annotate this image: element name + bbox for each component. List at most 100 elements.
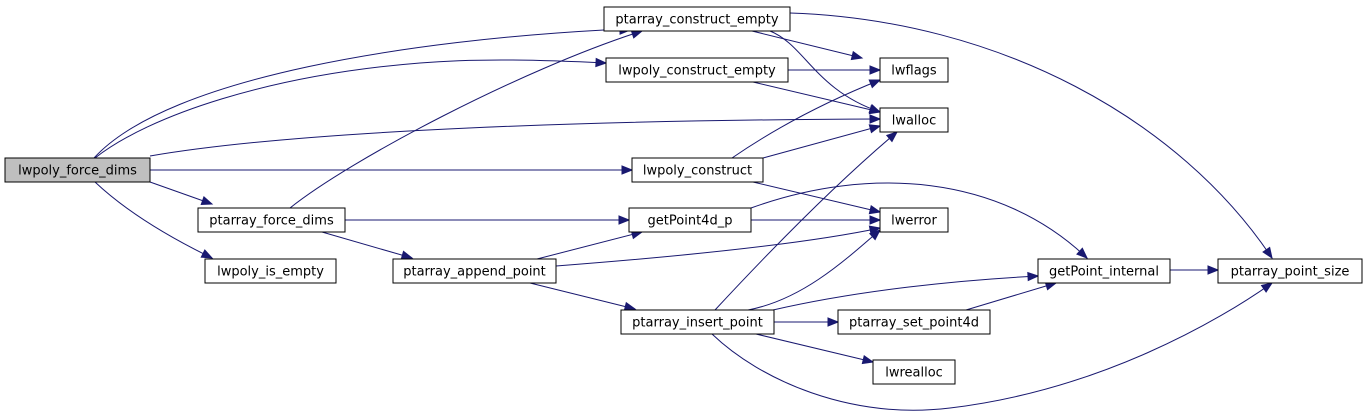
edge-ins-setp bbox=[774, 317, 840, 327]
arrowhead bbox=[1262, 246, 1273, 260]
node-lwalloc[interactable]: lwalloc bbox=[879, 107, 949, 133]
arrowhead bbox=[885, 131, 899, 143]
node-getPoint4d-p[interactable]: getPoint4d_p bbox=[628, 207, 752, 233]
call-edges bbox=[93, 12, 1274, 411]
edge-line bbox=[93, 29, 605, 159]
node-box bbox=[620, 309, 775, 335]
node-label: ptarray_append_point bbox=[403, 265, 546, 280]
edge-ins-size bbox=[711, 282, 1274, 411]
node-label: ptarray_insert_point bbox=[632, 316, 763, 331]
edge-lpc-lwalloc bbox=[762, 124, 882, 159]
arrowhead bbox=[868, 204, 882, 215]
edge-line bbox=[321, 231, 413, 259]
edge-ptce-size bbox=[789, 12, 1273, 260]
edge-ins-realloc bbox=[755, 333, 875, 365]
edge-gpi-size bbox=[1170, 265, 1220, 275]
node-label: ptarray_force_dims bbox=[209, 214, 334, 229]
edge-lpce-lwflags bbox=[788, 65, 882, 75]
node-ptarray-force-dims[interactable]: ptarray_force_dims bbox=[197, 207, 346, 233]
edge-line bbox=[750, 182, 1088, 259]
edge-lpc-lwerror bbox=[752, 181, 882, 215]
node-lwrealloc[interactable]: lwrealloc bbox=[872, 359, 956, 385]
node-box bbox=[837, 309, 991, 335]
edge-line bbox=[762, 125, 881, 159]
edge-line bbox=[555, 227, 881, 267]
arrowhead bbox=[1260, 282, 1274, 293]
edge-line bbox=[769, 30, 881, 113]
edge-line bbox=[772, 275, 1039, 311]
edge-line bbox=[289, 30, 643, 209]
arrowhead bbox=[200, 249, 214, 259]
node-ptarray-set-point4d[interactable]: ptarray_set_point4d bbox=[837, 309, 991, 335]
edge-ptfd-ptce bbox=[289, 29, 644, 209]
edge-ptfd-g4d bbox=[345, 215, 631, 225]
edge-line bbox=[789, 12, 1273, 259]
arrowhead bbox=[868, 225, 882, 235]
node-box bbox=[631, 157, 764, 183]
node-lwerror[interactable]: lwerror bbox=[879, 207, 949, 233]
node-lwpoly-is-empty[interactable]: lwpoly_is_empty bbox=[204, 258, 337, 284]
node-label: lwflags bbox=[891, 64, 937, 79]
node-label: getPoint_internal bbox=[1049, 265, 1159, 280]
edge-lpce-lwalloc bbox=[752, 81, 882, 115]
node-getPoint-internal[interactable]: getPoint_internal bbox=[1037, 258, 1171, 284]
edge-line bbox=[752, 181, 881, 213]
node-ptarray-append-point[interactable]: ptarray_append_point bbox=[392, 258, 557, 284]
node-box bbox=[204, 258, 337, 284]
node-box bbox=[879, 57, 949, 83]
arrowhead bbox=[869, 114, 882, 124]
arrowhead bbox=[868, 104, 882, 115]
node-label: ptarray_set_point4d bbox=[849, 316, 979, 331]
node-box bbox=[1037, 258, 1171, 284]
node-lwflags[interactable]: lwflags bbox=[879, 57, 949, 83]
node-label: lwpoly_force_dims bbox=[18, 164, 137, 179]
node-ptarray-insert-point[interactable]: ptarray_insert_point bbox=[620, 309, 775, 335]
node-box bbox=[872, 359, 956, 385]
edge-fd-ptce bbox=[93, 25, 632, 159]
arrowhead bbox=[868, 79, 882, 89]
node-label: ptarray_point_size bbox=[1231, 265, 1350, 280]
edge-app-g4d bbox=[536, 230, 644, 260]
node-box bbox=[628, 207, 752, 233]
node-lwpoly-construct[interactable]: lwpoly_construct bbox=[631, 157, 764, 183]
edge-ins-lwalloc bbox=[714, 131, 899, 311]
arrowhead bbox=[868, 124, 882, 134]
edge-line bbox=[149, 181, 213, 205]
node-lwpoly-force-dims[interactable]: lwpoly_force_dims bbox=[4, 157, 151, 183]
node-label: lwpoly_is_empty bbox=[217, 265, 324, 280]
edge-lpc-lwflags bbox=[731, 79, 882, 159]
edge-app-ins bbox=[529, 282, 637, 312]
node-box bbox=[4, 157, 151, 183]
edge-line bbox=[94, 181, 213, 259]
edge-g4d-gpi bbox=[750, 182, 1088, 259]
node-box bbox=[605, 57, 789, 83]
node-ptarray-construct-empty[interactable]: ptarray_construct_empty bbox=[603, 6, 791, 32]
edge-ins-gpi bbox=[772, 271, 1040, 311]
edge-g4d-lwerror bbox=[751, 215, 882, 225]
node-label: lwrealloc bbox=[885, 366, 943, 381]
node-box bbox=[603, 6, 791, 32]
node-lwpoly-construct-empty[interactable]: lwpoly_construct_empty bbox=[605, 57, 789, 83]
edge-line bbox=[747, 229, 881, 311]
node-box bbox=[392, 258, 557, 284]
edge-fd-lwalloc bbox=[149, 114, 882, 157]
arrowhead bbox=[850, 50, 864, 61]
arrowhead bbox=[869, 215, 882, 225]
edge-fd-empty bbox=[94, 181, 214, 259]
arrowhead bbox=[1076, 247, 1088, 259]
node-label: lwpoly_construct bbox=[643, 164, 752, 179]
edge-ptce-lwflags bbox=[751, 30, 864, 61]
arrowhead bbox=[869, 65, 882, 75]
node-ptarray-point-size[interactable]: ptarray_point_size bbox=[1217, 258, 1363, 284]
arrowhead bbox=[1027, 271, 1040, 282]
arrowhead bbox=[861, 354, 875, 365]
edge-line bbox=[755, 333, 874, 363]
edge-fd-lpc bbox=[150, 165, 634, 175]
node-label: lwpoly_construct_empty bbox=[618, 64, 776, 79]
edge-line bbox=[714, 131, 898, 311]
node-box bbox=[197, 207, 346, 233]
node-label: getPoint4d_p bbox=[648, 214, 733, 229]
edge-fd-lpce bbox=[94, 57, 608, 159]
edge-line bbox=[94, 59, 607, 159]
